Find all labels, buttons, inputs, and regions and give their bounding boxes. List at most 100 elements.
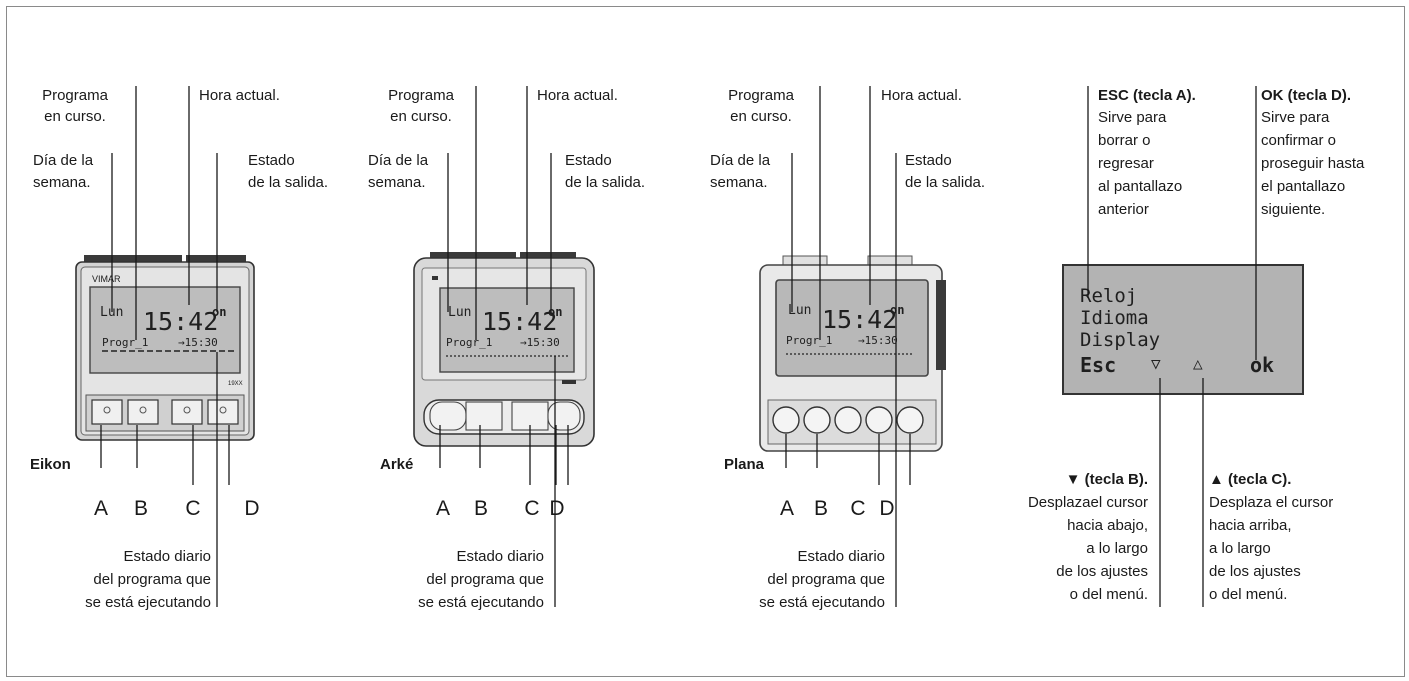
brand-arke: Arké (380, 456, 413, 473)
dia-label-line1: Día de la (368, 152, 429, 169)
key-a-button[interactable] (772, 406, 800, 434)
key-label-a: A (436, 497, 450, 520)
key-label-d: D (879, 497, 894, 520)
key-label-b: B (814, 497, 828, 520)
menu-item-reloj[interactable]: Reloj (1080, 285, 1137, 307)
panel-menu: ESC (tecla A). Sirve para borrar o regre… (1028, 86, 1365, 607)
dia-label-line2: semana. (710, 174, 768, 191)
estado-salida-label-line1: Estado (905, 152, 952, 169)
eikon-device: VIMAR Lun 15:42 on Progr_1 →15:30 19XX (75, 255, 255, 441)
lcd-output-state: on (212, 305, 226, 319)
lcd-time: 15:42 (822, 305, 897, 334)
esc-title: ESC (tecla A). (1098, 87, 1196, 104)
maker-logo: VIMAR (92, 274, 121, 284)
programa-label-line2: en curso. (390, 108, 452, 125)
down-title: ▼ (tecla B). (1066, 471, 1148, 488)
menu-item-idioma[interactable]: Idioma (1080, 307, 1149, 329)
arke-device: Lun 15:42 on Progr_1 →15:30 (413, 252, 595, 447)
softkey-ok[interactable]: ok (1250, 353, 1274, 377)
lcd-program: Progr_1 (786, 334, 832, 347)
diario-label-line1: Estado diario (123, 548, 211, 565)
key-b-button[interactable] (127, 399, 159, 425)
brand-eikon: Eikon (30, 456, 71, 473)
key-c-button[interactable] (171, 399, 203, 425)
key-d-button[interactable] (207, 399, 239, 425)
lcd-screen (775, 279, 929, 377)
diario-label-line3: se está ejecutando (418, 594, 544, 611)
diario-label-line1: Estado diario (456, 548, 544, 565)
key-label-c: C (185, 497, 200, 520)
diario-label-line1: Estado diario (797, 548, 885, 565)
panel-plana: Programa en curso. Hora actual. Día de l… (710, 86, 985, 611)
key-label-a: A (780, 497, 794, 520)
key-label-c: C (524, 497, 539, 520)
key-c-button[interactable] (865, 406, 893, 434)
key-a-button[interactable] (91, 399, 123, 425)
lcd-next: →15:30 (520, 336, 560, 349)
dia-label-line2: semana. (33, 174, 91, 191)
key-label-d: D (549, 497, 564, 520)
up-desc-line1: Desplaza el cursor (1209, 494, 1333, 511)
down-desc-line1: Desplazael cursor (1028, 494, 1148, 511)
esc-desc-line4: al pantallazo (1098, 178, 1182, 195)
key-b-button[interactable] (803, 406, 831, 434)
dia-label-line1: Día de la (33, 152, 94, 169)
menu-lcd-screen (1062, 264, 1304, 395)
key-b-button[interactable] (465, 401, 503, 431)
panel-arke: Programa en curso. Hora actual. Día de l… (368, 86, 645, 611)
lcd-day: Lun (788, 303, 811, 318)
programa-label-line1: Programa (388, 87, 455, 104)
ok-desc-line2: confirmar o (1261, 132, 1336, 149)
lcd-day: Lun (448, 305, 471, 320)
lcd-time: 15:42 (143, 307, 218, 336)
lcd-output-state: on (890, 303, 904, 317)
key-d-button[interactable] (547, 401, 581, 431)
key-label-b: B (134, 497, 148, 520)
softkey-esc[interactable]: Esc (1080, 353, 1116, 377)
brand-plana: Plana (724, 456, 765, 473)
down-desc-line5: o del menú. (1070, 586, 1148, 603)
ok-desc-line4: el pantallazo (1261, 178, 1345, 195)
softkey-up-icon[interactable]: △ (1193, 354, 1203, 373)
programa-label-line1: Programa (728, 87, 795, 104)
key-label-b: B (474, 497, 488, 520)
diagram-frame (6, 6, 1405, 677)
down-desc-line4: de los ajustes (1056, 563, 1148, 580)
esc-desc-line2: borrar o (1098, 132, 1151, 149)
diario-label-line2: del programa que (93, 571, 211, 588)
down-desc-line2: hacia abajo, (1067, 517, 1148, 534)
lcd-program: Progr_1 (102, 336, 148, 349)
model-code: 19XX (228, 381, 243, 387)
esc-desc-line5: anterior (1098, 201, 1149, 218)
softkey-down-icon[interactable]: ▽ (1151, 354, 1161, 373)
key-d-button[interactable] (896, 406, 924, 434)
programa-label-line2: en curso. (730, 108, 792, 125)
lcd-next: →15:30 (858, 334, 898, 347)
dia-label-line2: semana. (368, 174, 426, 191)
lcd-day: Lun (100, 305, 123, 320)
ok-desc-line3: proseguir hasta (1261, 155, 1365, 172)
key-label-c: C (850, 497, 865, 520)
panel-eikon: Programa en curso. Hora actual. Día de l… (30, 86, 328, 611)
diario-label-line3: se está ejecutando (759, 594, 885, 611)
key-a-button[interactable] (429, 401, 467, 431)
ok-desc-line1: Sirve para (1261, 109, 1330, 126)
estado-salida-label-line2: de la salida. (248, 174, 328, 191)
hora-actual-label: Hora actual. (199, 87, 280, 104)
esc-desc-line1: Sirve para (1098, 109, 1167, 126)
hora-actual-label: Hora actual. (537, 87, 618, 104)
lcd-screen (89, 286, 241, 374)
lcd-time: 15:42 (482, 307, 557, 336)
up-title: ▲ (tecla C). (1209, 471, 1291, 488)
lcd-program: Progr_1 (446, 336, 492, 349)
estado-salida-label-line2: de la salida. (565, 174, 645, 191)
dia-label-line1: Día de la (710, 152, 771, 169)
hora-actual-label: Hora actual. (881, 87, 962, 104)
estado-salida-label-line1: Estado (248, 152, 295, 169)
key-middle-button[interactable] (834, 406, 862, 434)
lcd-output-state: on (548, 305, 562, 319)
menu-item-display[interactable]: Display (1080, 329, 1160, 351)
up-desc-line5: o del menú. (1209, 586, 1287, 603)
up-desc-line3: a lo largo (1209, 540, 1271, 557)
estado-salida-label-line1: Estado (565, 152, 612, 169)
